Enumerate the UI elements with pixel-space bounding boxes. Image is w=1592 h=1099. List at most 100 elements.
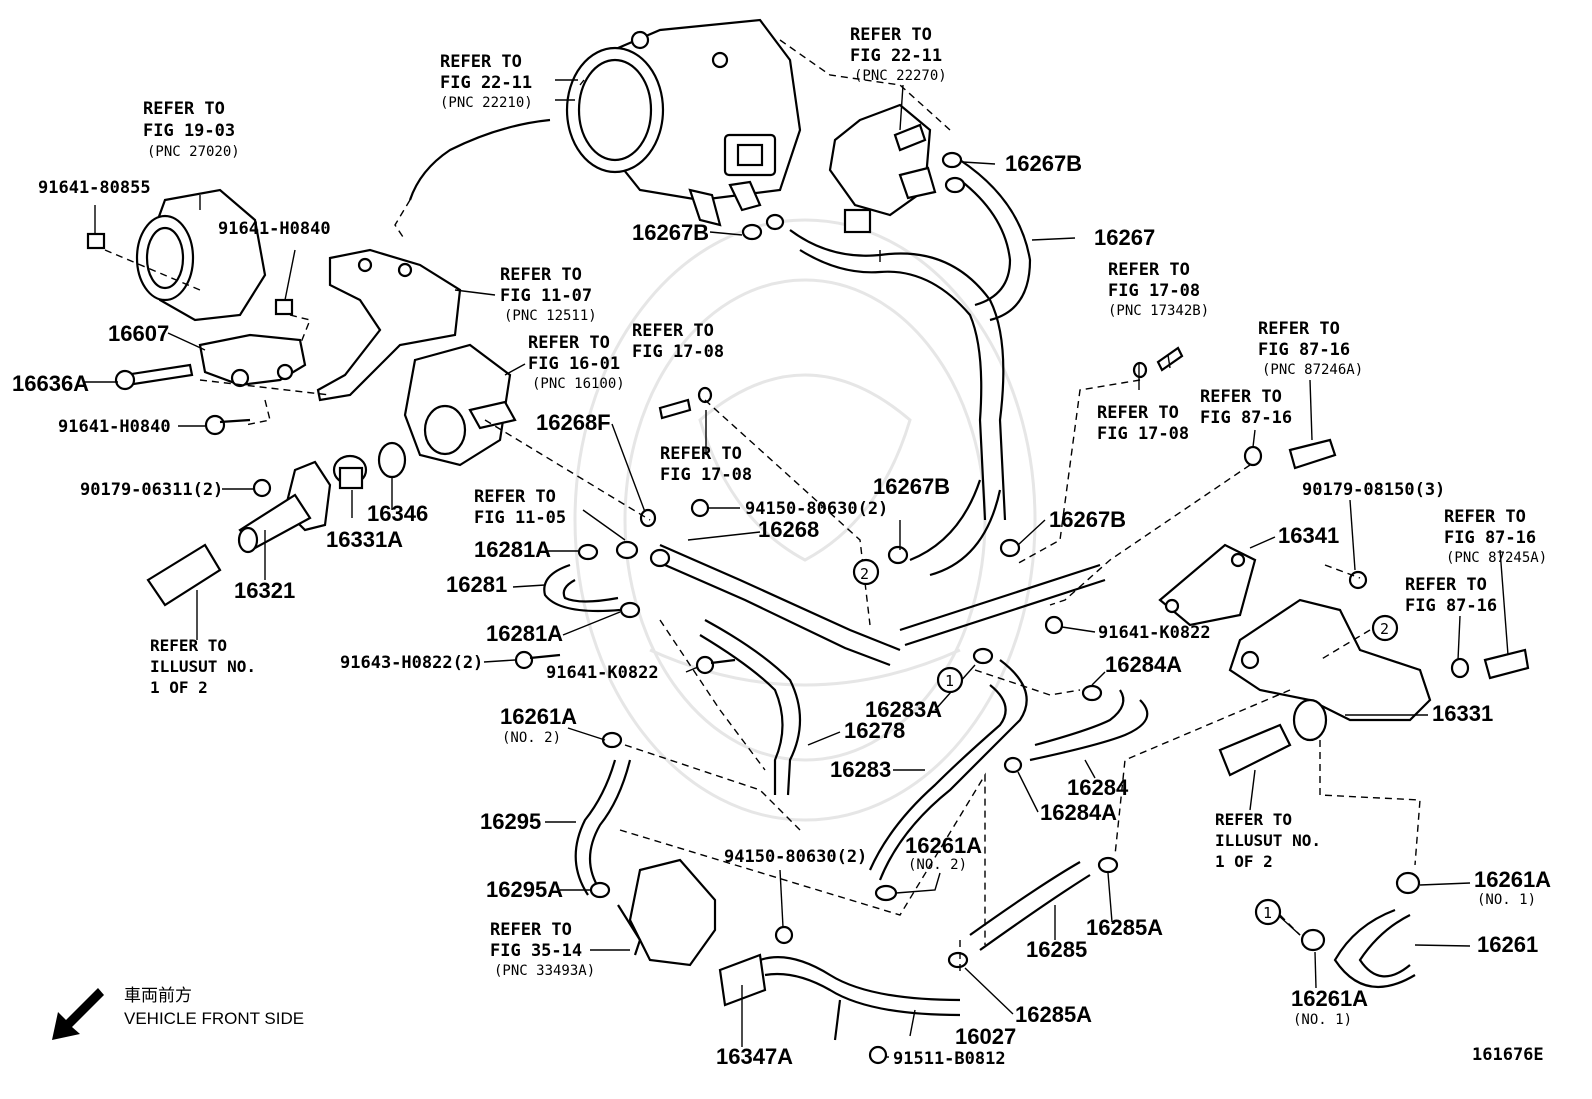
ref-fig-87-16-b: REFER TO FIG 87-16 bbox=[1200, 387, 1292, 428]
part-label: 16295 bbox=[480, 809, 541, 834]
qualifier-label: (NO. 2) bbox=[908, 857, 967, 873]
svg-text:REFER TO: REFER TO bbox=[1258, 319, 1340, 339]
upper-left-housing bbox=[135, 188, 267, 322]
svg-text:FIG 16-01: FIG 16-01 bbox=[528, 354, 620, 374]
qualifier-label: (NO. 1) bbox=[1477, 892, 1536, 908]
part-label: 16285A bbox=[1086, 915, 1163, 940]
pipe-16027 bbox=[718, 953, 961, 1041]
ref-illusut-left: REFER TO ILLUSUT NO. 1 OF 2 bbox=[150, 636, 256, 697]
svg-text:REFER TO: REFER TO bbox=[850, 25, 932, 45]
ref-fig-19-03: REFER TO FIG 19-03 (PNC 27020) bbox=[143, 99, 240, 160]
svg-text:(PNC 33493A): (PNC 33493A) bbox=[494, 963, 595, 979]
part-label: 16261A bbox=[905, 833, 982, 858]
svg-text:REFER TO: REFER TO bbox=[660, 444, 742, 464]
part-label: 91511-B0812 bbox=[893, 1049, 1006, 1069]
svg-text:FIG 35-14: FIG 35-14 bbox=[490, 941, 582, 961]
ref-fig-17-08-a: REFER TO FIG 17-08 bbox=[632, 321, 724, 362]
ref-fig-17-08-c: REFER TO FIG 17-08 (PNC 17342B) bbox=[1108, 260, 1209, 319]
upper-bracket bbox=[316, 248, 462, 402]
leader-lines bbox=[84, 79, 1509, 1058]
front-side-label-jp: 車両前方 bbox=[124, 986, 192, 1005]
part-label: 16281A bbox=[486, 621, 563, 646]
part-label: 16281 bbox=[446, 572, 507, 597]
ref-fig-17-08-b: REFER TO FIG 17-08 bbox=[660, 444, 752, 485]
ref-fig-87-16-a: REFER TO FIG 87-16 (PNC 87246A) bbox=[1258, 319, 1363, 378]
water-outlet bbox=[403, 343, 517, 467]
hose-87246A bbox=[1288, 438, 1337, 470]
svg-text:REFER TO: REFER TO bbox=[1405, 575, 1487, 595]
ref-fig-22-11-a: REFER TO FIG 22-11 (PNC 22210) bbox=[440, 52, 533, 111]
part-label: 16261A bbox=[1291, 986, 1368, 1011]
part-label: 16285 bbox=[1026, 937, 1087, 962]
hose-16295 bbox=[574, 759, 632, 896]
hose-16267 bbox=[789, 159, 1032, 577]
svg-text:REFER TO: REFER TO bbox=[474, 487, 556, 507]
svg-text:REFER TO: REFER TO bbox=[1108, 260, 1190, 280]
part-label: 16636A bbox=[12, 371, 89, 396]
svg-text:1 OF 2: 1 OF 2 bbox=[150, 678, 208, 697]
callout-2-a-label: 2 bbox=[860, 565, 869, 583]
dashed-leaders bbox=[104, 39, 1421, 975]
hose-16261 bbox=[1333, 908, 1416, 989]
part-label: 16261A bbox=[1474, 867, 1551, 892]
svg-text:(PNC 16100): (PNC 16100) bbox=[532, 376, 625, 392]
water-pump-16331 bbox=[1228, 598, 1432, 742]
svg-text:FIG 22-11: FIG 22-11 bbox=[850, 46, 942, 66]
ref-fig-11-07: REFER TO FIG 11-07 (PNC 12511) bbox=[500, 265, 597, 324]
svg-text:ILLUSUT NO.: ILLUSUT NO. bbox=[1215, 831, 1321, 850]
part-label: 16341 bbox=[1278, 523, 1339, 548]
part-label: 16331 bbox=[1432, 701, 1493, 726]
svg-text:FIG 87-16: FIG 87-16 bbox=[1405, 596, 1497, 616]
part-label: 16267B bbox=[632, 220, 709, 245]
qualifier-label: (NO. 1) bbox=[1293, 1012, 1352, 1028]
front-side-label-en: VEHICLE FRONT SIDE bbox=[124, 1009, 304, 1028]
air-valve bbox=[828, 103, 937, 234]
svg-text:(PNC 27020): (PNC 27020) bbox=[147, 144, 240, 160]
bolts bbox=[86, 232, 1368, 1065]
svg-text:REFER TO: REFER TO bbox=[143, 99, 225, 119]
svg-text:(PNC 22270): (PNC 22270) bbox=[854, 68, 947, 84]
svg-text:(PNC 12511): (PNC 12511) bbox=[504, 308, 597, 324]
svg-text:FIG 11-07: FIG 11-07 bbox=[500, 286, 592, 306]
svg-text:REFER TO: REFER TO bbox=[490, 920, 572, 940]
callout-2-b-label: 2 bbox=[1380, 620, 1389, 638]
part-label: 16284A bbox=[1105, 652, 1182, 677]
part-label: 16283 bbox=[830, 757, 891, 782]
part-label: 90179-06311(2) bbox=[80, 480, 223, 500]
ref-fig-11-05: REFER TO FIG 11-05 bbox=[474, 487, 566, 528]
part-label: 94150-80630(2) bbox=[724, 847, 867, 867]
part-label: 16267B bbox=[873, 474, 950, 499]
svg-text:FIG 17-08: FIG 17-08 bbox=[660, 465, 752, 485]
callout-1-b bbox=[1254, 898, 1282, 926]
part-label: 91641-K0822 bbox=[546, 663, 659, 683]
part-label: 94150-80630(2) bbox=[745, 499, 888, 519]
part-label: 16295A bbox=[486, 877, 563, 902]
qualifier-label: (NO. 2) bbox=[502, 730, 561, 746]
part-label: 16261 bbox=[1477, 932, 1538, 957]
part-label: 16607 bbox=[108, 321, 169, 346]
svg-text:(PNC 87245A): (PNC 87245A) bbox=[1446, 550, 1547, 566]
part-label: 16281A bbox=[474, 537, 551, 562]
callout-1-a-label: 1 bbox=[945, 672, 954, 690]
hose-16283 bbox=[868, 659, 1028, 881]
svg-text:(PNC 22210): (PNC 22210) bbox=[440, 95, 533, 111]
hose-87245A bbox=[1483, 648, 1530, 680]
callout-circles bbox=[852, 558, 1399, 926]
svg-text:FIG 87-16: FIG 87-16 bbox=[1200, 408, 1292, 428]
svg-text:REFER TO: REFER TO bbox=[440, 52, 522, 72]
callout-2-b bbox=[1371, 614, 1399, 642]
svg-text:REFER TO: REFER TO bbox=[1444, 507, 1526, 527]
svg-text:REFER TO: REFER TO bbox=[632, 321, 714, 341]
left-hose bbox=[146, 543, 222, 607]
svg-text:FIG 87-16: FIG 87-16 bbox=[1258, 340, 1350, 360]
svg-text:(PNC 17342B): (PNC 17342B) bbox=[1108, 303, 1209, 319]
part-label: 91641-K0822 bbox=[1098, 623, 1211, 643]
part-label: 16321 bbox=[234, 578, 295, 603]
hose-16281 bbox=[543, 563, 621, 613]
part-label: 16285A bbox=[1015, 1002, 1092, 1027]
part-label: 91641-80855 bbox=[38, 178, 151, 198]
thermostat bbox=[332, 454, 368, 490]
callout-1-b-label: 1 bbox=[1263, 904, 1272, 922]
